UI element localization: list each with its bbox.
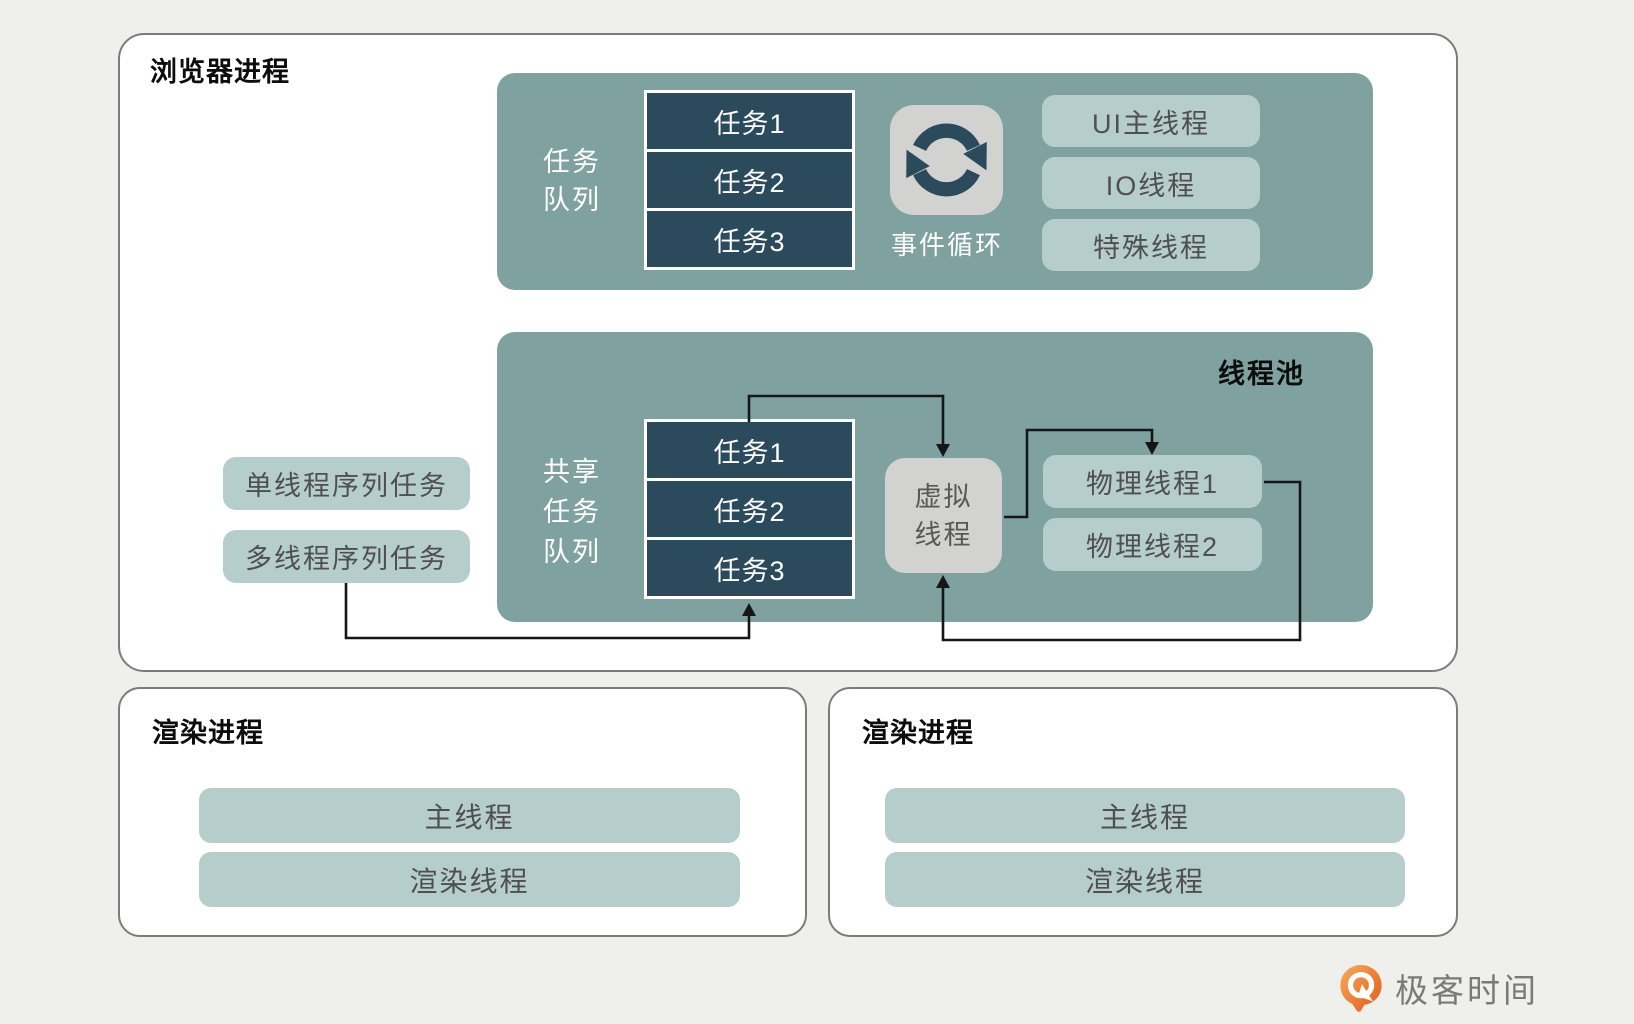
task-queue-label-line1: 任务 bbox=[543, 147, 601, 177]
render-thread-pill: 渲染线程 bbox=[199, 852, 740, 907]
virtual-thread-line2: 线程 bbox=[914, 519, 973, 550]
render-process-2-title: 渲染进程 bbox=[862, 718, 974, 748]
geektime-footer: 极客时间 bbox=[1338, 963, 1539, 1013]
virtual-thread-line1: 虚拟 bbox=[914, 481, 973, 512]
event-loop-box bbox=[890, 105, 1003, 215]
render-process-1-title: 渲染进程 bbox=[152, 718, 264, 748]
sync-loop-icon bbox=[906, 123, 987, 197]
thread-pill-io: IO线程 bbox=[1042, 157, 1260, 209]
main-thread-pill: 主线程 bbox=[885, 788, 1405, 843]
shared-label-line3: 队列 bbox=[543, 537, 601, 567]
task-item: 任务2 bbox=[647, 149, 852, 208]
shared-label-line2: 任务 bbox=[543, 497, 601, 527]
physical-thread-1-pill: 物理线程1 bbox=[1043, 455, 1262, 508]
task-queue-label: 任务 队列 bbox=[497, 143, 647, 219]
single-thread-sequence-task-pill: 单线程序列任务 bbox=[223, 457, 470, 510]
virtual-thread-box: 虚拟 线程 bbox=[885, 458, 1002, 573]
task-item: 任务3 bbox=[647, 208, 852, 267]
task-queue-label-line2: 队列 bbox=[543, 185, 601, 215]
task-queue-stack: 任务1 任务2 任务3 bbox=[644, 90, 855, 270]
thread-pill-special: 特殊线程 bbox=[1042, 219, 1260, 271]
render-process-box-2: 渲染进程 主线程 渲染线程 bbox=[828, 687, 1458, 937]
multi-thread-sequence-task-pill: 多线程序列任务 bbox=[223, 530, 470, 583]
geektime-logo-text: 极客时间 bbox=[1395, 972, 1539, 1009]
task-item: 任务1 bbox=[713, 437, 786, 468]
main-thread-pill: 主线程 bbox=[199, 788, 740, 843]
task-item: 任务2 bbox=[647, 478, 852, 537]
event-loop-label: 事件循环 bbox=[890, 230, 1003, 260]
thread-pool-panel: 线程池 共享 任务 队列 任务1 任务2 任务3 虚拟 线程 物理线程1 物理线… bbox=[497, 332, 1373, 622]
task-queue-panel: 任务 队列 任务1 任务2 任务3 事件循环 UI主线程 IO线程 特殊线程 bbox=[497, 73, 1373, 290]
shared-task-queue-stack: 任务1 任务2 任务3 bbox=[644, 419, 855, 599]
geektime-logo-icon bbox=[1340, 965, 1382, 1012]
shared-label-line1: 共享 bbox=[543, 457, 601, 487]
physical-thread-2-pill: 物理线程2 bbox=[1043, 518, 1262, 571]
render-process-box-1: 渲染进程 主线程 渲染线程 bbox=[118, 687, 807, 937]
render-thread-pill: 渲染线程 bbox=[885, 852, 1405, 907]
thread-pool-title: 线程池 bbox=[1218, 359, 1305, 389]
browser-process-title: 浏览器进程 bbox=[150, 57, 290, 87]
task-item: 任务1 bbox=[713, 108, 786, 139]
shared-task-queue-label: 共享 任务 队列 bbox=[497, 452, 647, 572]
thread-pill-ui-main: UI主线程 bbox=[1042, 95, 1260, 147]
task-item: 任务3 bbox=[647, 537, 852, 596]
